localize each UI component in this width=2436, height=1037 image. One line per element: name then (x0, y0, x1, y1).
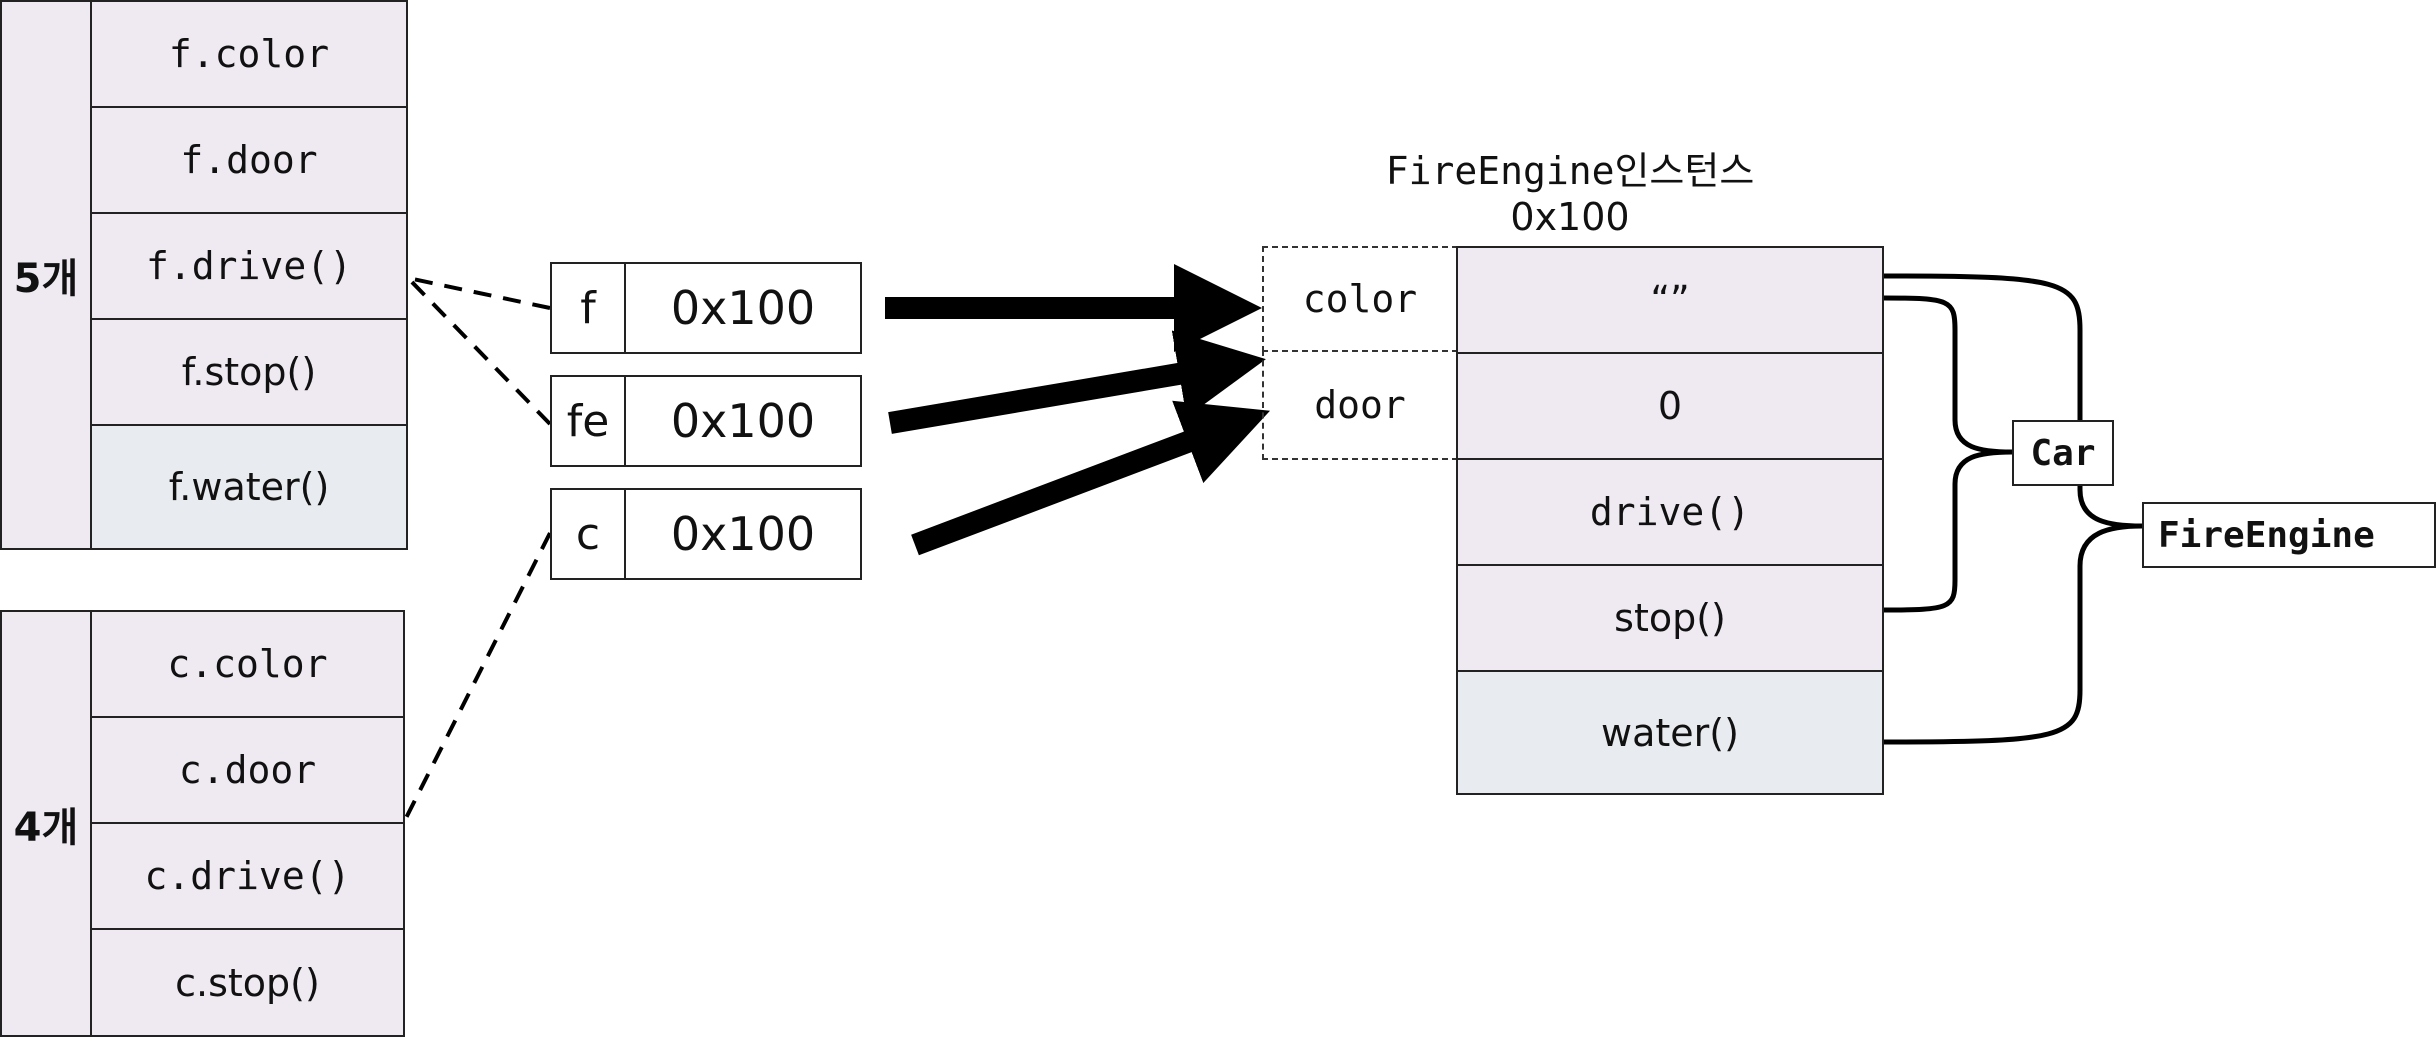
f-group-count-label: 5개 (13, 256, 79, 302)
f-member-drive: f.drive() (90, 212, 408, 320)
class-label-fireengine: FireEngine (2142, 502, 2436, 568)
ref-f-name: f (550, 262, 626, 354)
c-group-count-label: 4개 (13, 804, 79, 851)
c-group-count: 4개 (0, 610, 92, 1037)
ref-fe-name: fe (550, 375, 626, 467)
field-value-color: “” (1456, 246, 1884, 354)
ref-c-name: c (550, 488, 626, 580)
f-member-color: f.color (90, 0, 408, 108)
car-brace (1883, 295, 2013, 613)
ref-fe-value: 0x100 (624, 375, 862, 467)
c-member-color: c.color (90, 610, 405, 718)
f-member-water: f.water() (90, 424, 408, 550)
class-label-car: Car (2012, 420, 2114, 486)
field-value-door: 0 (1456, 352, 1884, 460)
instance-address: 0x100 (1510, 195, 1630, 239)
c-member-stop: c.stop() (90, 928, 405, 1037)
arrow-c (911, 400, 1271, 556)
field-label-door: door (1262, 350, 1458, 460)
method-drive: drive() (1456, 458, 1884, 566)
f-group-count: 5개 (0, 0, 92, 550)
ref-c-value: 0x100 (624, 488, 862, 580)
method-stop: stop() (1456, 564, 1884, 672)
field-label-color: color (1262, 246, 1458, 352)
instance-title: FireEngine인스턴스 (1385, 149, 1755, 193)
f-member-door: f.door (90, 106, 408, 214)
arrow-fe (888, 330, 1266, 434)
f-member-stop: f.stop() (90, 318, 408, 426)
dashed-link-c (403, 532, 552, 821)
dashed-link-fe (406, 276, 552, 426)
dashed-link-f (407, 276, 551, 310)
method-water: water() (1456, 670, 1884, 795)
c-member-door: c.door (90, 716, 405, 824)
fireengine-brace (1883, 273, 2143, 745)
c-member-drive: c.drive() (90, 822, 405, 930)
ref-f-value: 0x100 (624, 262, 862, 354)
